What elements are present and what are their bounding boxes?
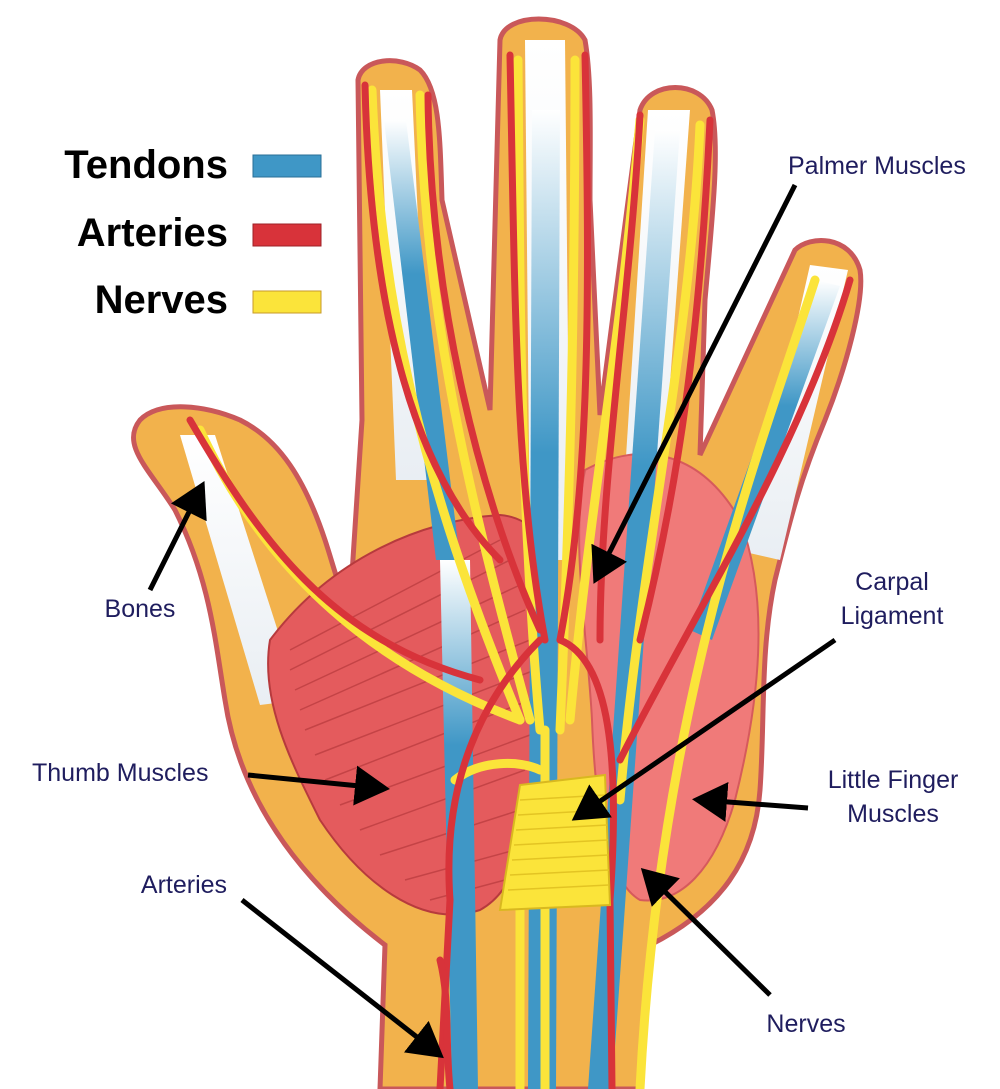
- legend-label-nerves: Nerves: [95, 278, 228, 322]
- label-little-finger-line2: Muscles: [847, 800, 939, 828]
- label-carpal-line1: Carpal: [855, 568, 929, 596]
- arrow-arteries: [240, 898, 444, 1059]
- legend: Tendons Arteries Nerves: [64, 143, 322, 322]
- legend-label-arteries: Arteries: [77, 211, 228, 255]
- label-arteries: Arteries: [141, 871, 227, 899]
- label-palmer-muscles: Palmer Muscles: [788, 152, 966, 180]
- legend-swatch-tendons: [252, 154, 322, 178]
- arrow-carpal-ligament: [571, 637, 837, 821]
- label-bones: Bones: [105, 595, 176, 623]
- label-little-finger-line1: Little Finger: [828, 766, 959, 794]
- label-carpal-line2: Ligament: [841, 602, 944, 630]
- callout-labels: Palmer Muscles Carpal Ligament Bones Thu…: [32, 152, 966, 1038]
- legend-label-tendons: Tendons: [64, 143, 228, 187]
- label-nerves: Nerves: [766, 1010, 845, 1038]
- legend-swatch-arteries: [252, 223, 322, 247]
- arteries: [186, 51, 854, 1089]
- label-thumb-muscles: Thumb Muscles: [32, 759, 208, 787]
- arrow-palmer-muscles: [591, 183, 798, 584]
- arrow-little-finger-muscles: [692, 781, 809, 822]
- arrow-nerves: [640, 867, 772, 997]
- arrow-thumb-muscles: [247, 765, 390, 806]
- arrow-bones: [147, 481, 207, 592]
- thumb-muscle-fibers: [289, 539, 536, 901]
- callout-arrows: [147, 183, 837, 1059]
- legend-swatch-nerves: [252, 290, 322, 314]
